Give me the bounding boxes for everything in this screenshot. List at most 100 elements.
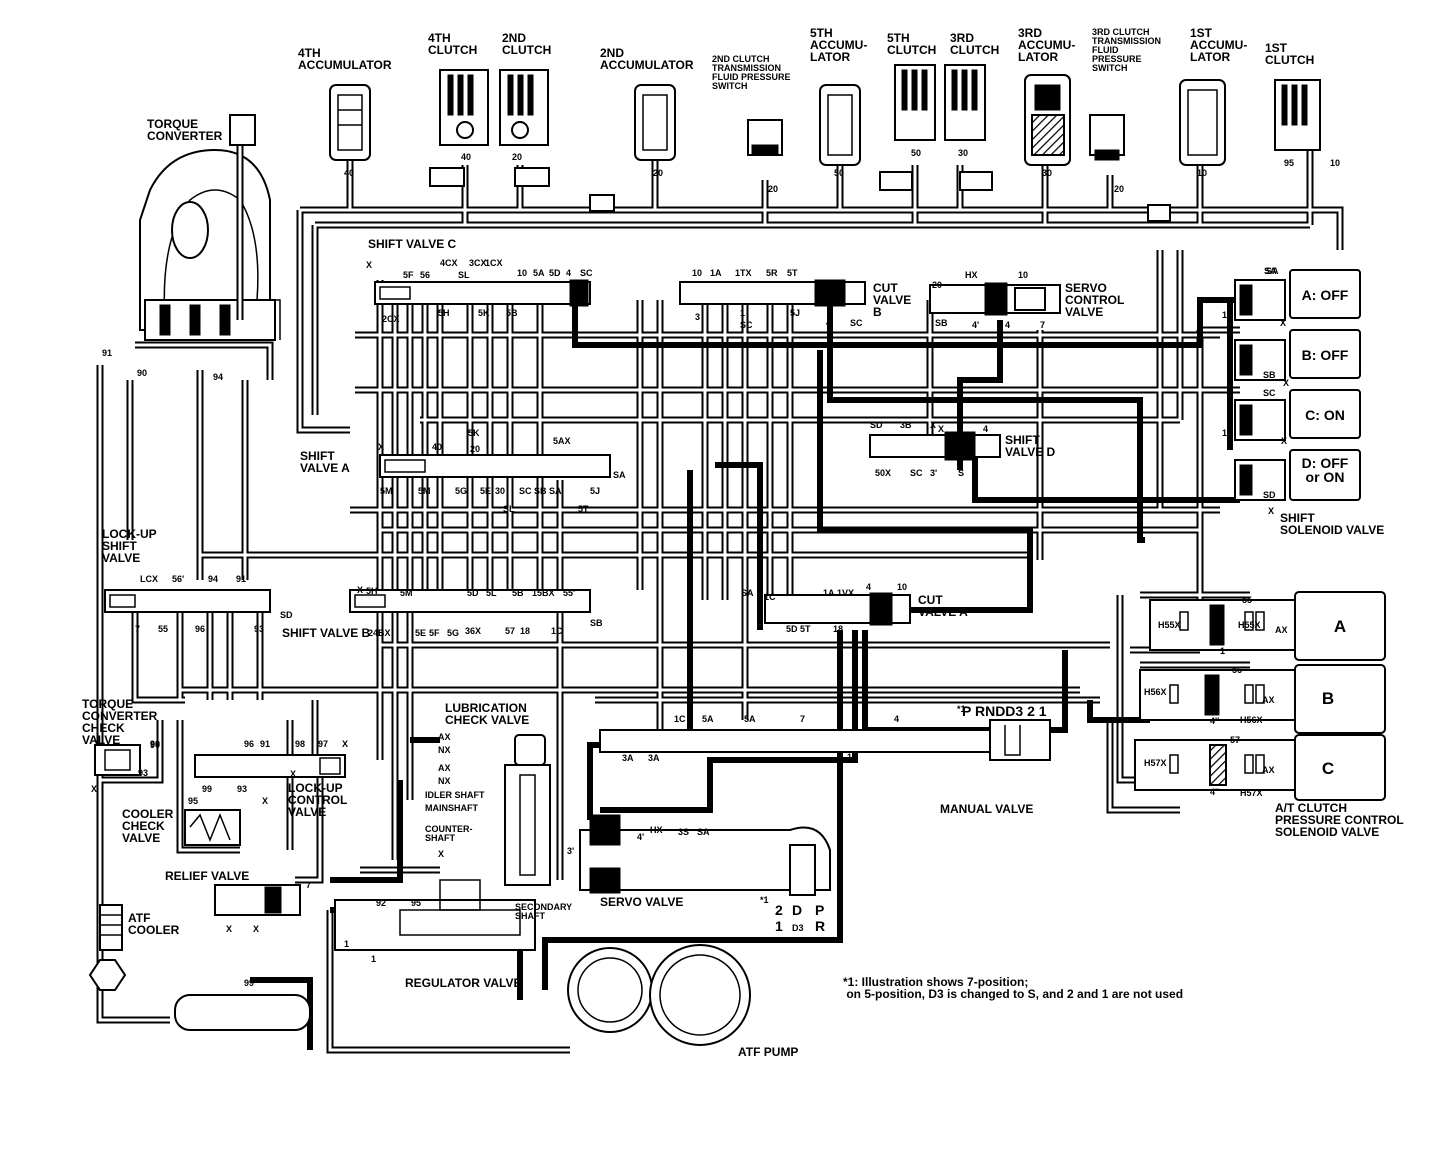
port-label-lus: 93 bbox=[254, 624, 264, 634]
port-label-solenoid_ports: X bbox=[1268, 506, 1274, 516]
label-regulator-valve: REGULATOR VALVE bbox=[405, 976, 521, 990]
top-components bbox=[329, 64, 1321, 222]
lockup-control-valve bbox=[194, 754, 346, 778]
svg-text:D: D bbox=[792, 902, 802, 918]
port-label-sva: 5K bbox=[468, 428, 480, 438]
port-label-pc_ports: 4'' bbox=[1210, 716, 1219, 726]
port-label-lcv: 97 bbox=[318, 739, 328, 749]
port-label-lus: 91 bbox=[236, 574, 246, 584]
port-label-tc: 94 bbox=[213, 372, 223, 382]
port-label-servo: 4 bbox=[607, 818, 612, 828]
port-label-svb: 5E bbox=[415, 628, 426, 638]
port-label-svb: 24BX bbox=[368, 628, 391, 638]
port-label-svb: 5D bbox=[467, 588, 479, 598]
port-label-misc: X bbox=[253, 924, 259, 934]
port-label-acc_nums: 95 bbox=[1284, 158, 1294, 168]
port-label-sva: 5M bbox=[418, 486, 431, 496]
regulator-valve bbox=[334, 879, 536, 951]
port-label-scv: SL bbox=[458, 270, 470, 280]
port-label-svb: 55' bbox=[563, 588, 575, 598]
port-label-svb: 1C bbox=[551, 626, 563, 636]
port-label-svc: SB bbox=[935, 318, 948, 328]
port-label-svd: 3' bbox=[930, 468, 937, 478]
port-label-sva: 5AX bbox=[553, 436, 571, 446]
manual-valve bbox=[599, 719, 1051, 761]
port-label-acc_nums: 30 bbox=[958, 148, 968, 158]
port-label-acc_nums: 40 bbox=[344, 168, 354, 178]
torque-converter bbox=[135, 114, 281, 380]
port-label-lus: 55 bbox=[158, 624, 168, 634]
shift-valve-c bbox=[374, 279, 591, 307]
svg-text:MAINSHAFT: MAINSHAFT bbox=[425, 803, 478, 813]
port-label-solenoid_ports: 1 bbox=[1222, 310, 1227, 320]
footnote: *1: Illustration shows 7-position; on 5-… bbox=[843, 975, 1183, 1001]
servo-control-valve bbox=[929, 282, 1061, 316]
port-label-solenoid_ports: X bbox=[1281, 436, 1287, 446]
lockup-shift-valve bbox=[104, 589, 271, 613]
pressure-switch-2nd bbox=[747, 119, 783, 156]
port-label-sva: SC bbox=[519, 486, 532, 496]
port-label-manual: 1 bbox=[847, 752, 852, 762]
port-label-misc: 92 bbox=[376, 898, 386, 908]
port-label-lus: 94 bbox=[208, 574, 218, 584]
port-label-solenoid_ports: SD bbox=[1263, 490, 1276, 500]
port-label-svd: S bbox=[958, 468, 964, 478]
port-label-misc: X bbox=[226, 924, 232, 934]
port-label-scv: 3CX bbox=[469, 258, 487, 268]
pressure-box-c: C bbox=[1322, 759, 1334, 778]
solenoid-b-state: B: OFF bbox=[1302, 347, 1349, 363]
port-label-cvb: 10 bbox=[692, 268, 702, 278]
port-label-cva: 10 bbox=[897, 582, 907, 592]
port-label-scv: 5D bbox=[549, 268, 561, 278]
port-label-cvb: 1A bbox=[710, 268, 722, 278]
port-label-scv: 4 bbox=[566, 268, 571, 278]
port-label-lcv: 90 bbox=[150, 739, 160, 749]
port-label-pc_ports: AX bbox=[1262, 695, 1275, 705]
port-label-cvb: 4 bbox=[826, 318, 831, 328]
port-label-manual: 1C bbox=[674, 714, 686, 724]
port-label-sva: X bbox=[378, 442, 384, 452]
port-label-lus: SD bbox=[280, 610, 293, 620]
port-label-svb: 57 bbox=[505, 626, 515, 636]
port-label-acc_nums: 20 bbox=[768, 184, 778, 194]
port-label-svd: 50X bbox=[875, 468, 891, 478]
accumulator-4th bbox=[329, 84, 371, 161]
port-label-solenoid_ports: SC bbox=[1263, 388, 1276, 398]
port-label-cva: 1A bbox=[823, 588, 835, 598]
port-label-svc: 20 bbox=[932, 280, 942, 290]
port-label-lus: 96 bbox=[195, 624, 205, 634]
port-label-lcv: 96 bbox=[244, 739, 254, 749]
valve-bodies bbox=[88, 279, 1061, 1046]
port-label-cva: 5D bbox=[786, 624, 798, 634]
label-atf-pump: ATF PUMP bbox=[738, 1045, 798, 1059]
shift-solenoid-valves bbox=[1234, 279, 1286, 501]
port-label-acc_nums: 50 bbox=[911, 148, 921, 158]
port-label-acc_nums: 10 bbox=[1197, 168, 1207, 178]
port-label-scv: 5B bbox=[506, 308, 518, 318]
port-label-sva: 5J bbox=[590, 486, 600, 496]
port-label-lcv: 98 bbox=[295, 739, 305, 749]
port-label-lcv: 99 bbox=[202, 784, 212, 794]
port-label-sva: 30 bbox=[495, 486, 505, 496]
atf-cooler bbox=[99, 904, 123, 951]
clutch-3rd bbox=[944, 64, 986, 141]
solenoid-b-box bbox=[1289, 329, 1361, 379]
solenoid-c-box bbox=[1289, 389, 1361, 439]
label-relief-valve: RELIEF VALVE bbox=[165, 869, 249, 883]
port-label-pc_ports: H56X bbox=[1240, 715, 1263, 725]
port-label-cvb: SC bbox=[850, 318, 863, 328]
clutch-2nd bbox=[499, 69, 549, 146]
port-label-svc: 7 bbox=[1040, 320, 1045, 330]
